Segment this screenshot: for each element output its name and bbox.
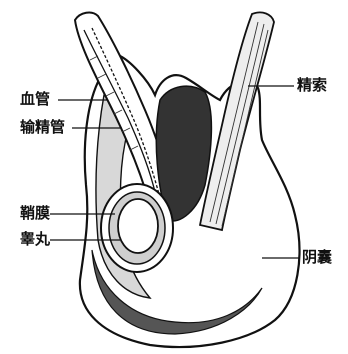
label-tunica: 鞘膜 xyxy=(20,206,50,221)
label-blood-vessel: 血管 xyxy=(20,92,50,107)
label-testis: 睾丸 xyxy=(20,232,50,247)
testis-body xyxy=(118,199,158,253)
label-vas-deferens: 输精管 xyxy=(20,120,65,135)
label-scrotum: 阴囊 xyxy=(302,250,332,265)
label-spermatic-cord: 精索 xyxy=(297,78,327,93)
